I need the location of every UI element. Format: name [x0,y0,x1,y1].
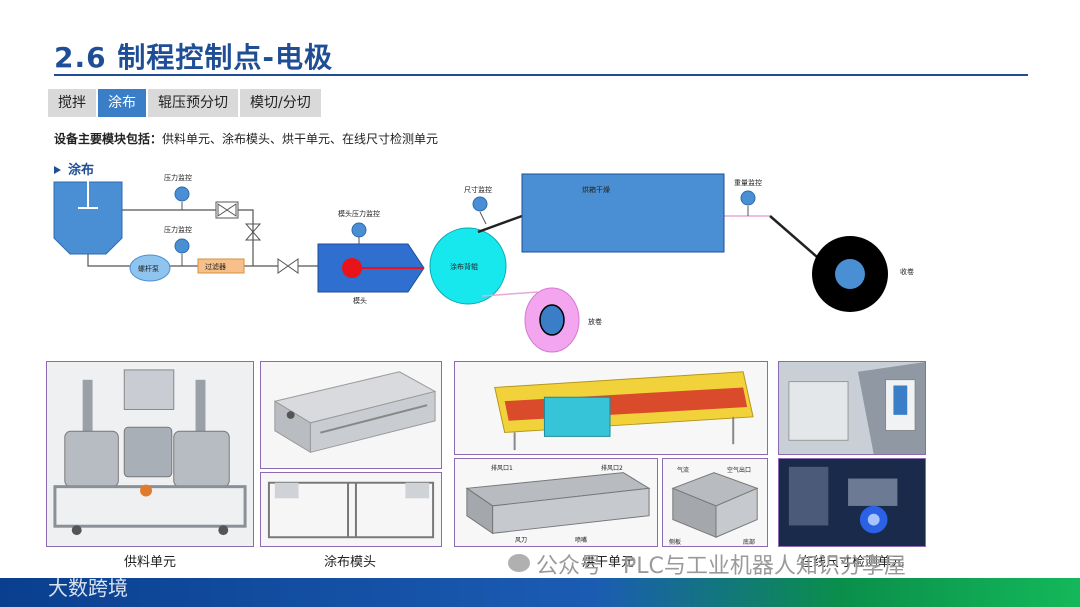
drying-oven [521,173,725,253]
unwind-label: 放卷 [588,317,602,326]
air-knife-label: 风刀 [515,537,528,544]
exhaust-2-label: 排风口2 [601,465,623,472]
photo-drying-unit [454,361,768,455]
tab-die-cutting[interactable]: 模切/分切 [240,89,321,117]
nozzle-label: 喷嘴 [575,537,588,544]
modules-items: 供料单元、涂布模头、烘干单元、在线尺寸检测单元 [162,132,439,146]
pipe-return-riser [238,209,254,266]
photo-coating-die [260,361,442,469]
valve-line-right [287,258,299,274]
caption-coating-die: 涂布模头 [324,555,377,570]
valve-line-left [277,258,289,274]
tab-rolling-slitting[interactable]: 辊压预分切 [148,89,238,117]
oven-label: 烘箱干燥 [582,185,610,194]
screw-pump [129,254,171,282]
exhaust-1-label: 排风口1 [491,465,513,472]
photo-drying-drawing-right: 气流 空气出口 侧板 底部 [662,458,768,547]
weight-monitor-label: 重量监控 [734,178,762,187]
photo-inline-inspection-top [778,361,926,455]
photo-coating-die-drawing [260,472,442,547]
size-monitor-gauge [472,196,488,212]
die-pressure-gauge [351,222,367,238]
valve-riser-top [244,223,262,233]
section-marker-icon [54,166,61,174]
pressure-gauge-top [174,186,190,202]
page-title: 2.6 制程控制点-电极 [54,41,333,74]
pressure-mid-label: 压力监控 [164,225,192,234]
web-from-unwind [481,291,539,297]
section-label: 涂布 [68,162,94,178]
air-out-label: 空气出口 [727,467,752,474]
air-in-label: 气流 [677,467,690,474]
filter-label: 过滤器 [205,262,226,271]
rewind-core [835,259,865,289]
filter [197,258,245,274]
die-pressure-label: 模头压力监控 [338,209,380,218]
tab-coating[interactable]: 涂布 [98,89,146,117]
footer-bar [0,578,1080,607]
pipe-tank-pump [87,254,132,267]
weight-monitor-gauge [740,190,756,206]
die-head-label: 模头 [353,296,367,305]
photo-inline-inspection-bottom [778,458,926,547]
caption-inline-inspection: 在线尺寸检测单元 [800,555,905,570]
wechat-icon [508,554,530,572]
size-monitor-label: 尺寸监控 [464,185,492,194]
caption-drying-unit: 烘干单元 [582,555,635,570]
unwind-core [539,304,565,336]
title-underline [54,74,1028,76]
watermark-text: 公众号 · PLC与工业机器人知识分享屋 [536,554,906,579]
die-slot [342,258,362,278]
screw-pump-label: 螺杆泵 [138,264,159,273]
backing-roll-label: 涂布背辊 [450,262,478,271]
caption-feed-unit: 供料单元 [124,555,177,570]
rewind-label: 收卷 [900,267,914,276]
slurry-tank [53,181,123,255]
web-to-oven [477,214,523,234]
tab-mixing[interactable]: 搅拌 [48,89,96,117]
side-plate-label: 侧板 [669,539,682,546]
modules-summary: 设备主要模块包括：供料单元、涂布模头、烘干单元、在线尺寸检测单元 [54,130,438,147]
footer-brand: 大数跨境 [48,576,128,600]
pressure-top-label: 压力监控 [164,173,192,182]
photo-feed-unit [46,361,254,547]
valve-riser-bottom [244,231,262,241]
modules-label: 设备主要模块包括： [54,132,163,146]
pressure-gauge-mid [174,238,190,254]
process-tabs: 搅拌 涂布 辊压预分切 模切/分切 [48,89,321,117]
backing-roll [429,227,507,305]
photo-drying-drawing-left: 排风口1 排风口2 风刀 喷嘴 [454,458,658,547]
coating-process-diagram: 涂布 压力监控 压力监控 螺杆泵 过滤器 模头压力监控 模头 涂布背辊 尺寸 [53,162,914,353]
bottom-label: 底部 [743,539,756,546]
